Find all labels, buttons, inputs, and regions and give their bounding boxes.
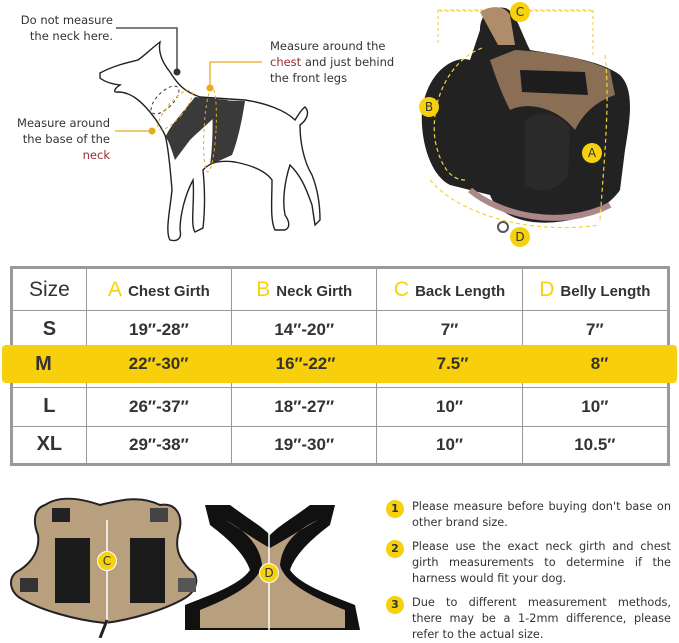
cell-chest: 22″-30″ <box>128 354 189 373</box>
chest-word: chest <box>270 55 302 69</box>
cell-belly: 8″ <box>590 354 609 373</box>
header-size: Size <box>11 267 87 311</box>
label-line: Measure around <box>17 116 110 130</box>
neck-word: neck <box>82 148 110 162</box>
cell-back: 10″ <box>376 387 523 427</box>
badge-b-neck-girth: B <box>419 97 439 117</box>
header-text: Belly Length <box>560 282 651 300</box>
cell-chest: 26″-37″ <box>85 387 233 427</box>
neck-measure-label: Measure around the base of the neck <box>10 115 110 163</box>
header-back-length: C Back Length <box>376 267 523 311</box>
letter-d: D <box>539 277 555 301</box>
badge-a-chest-girth: A <box>582 143 602 163</box>
label-line: the neck here. <box>29 29 113 43</box>
cell-back: 7.5″ <box>436 354 469 373</box>
note-text: Please measure before buying don't base … <box>412 500 671 529</box>
harness-side-view-image <box>421 7 630 233</box>
header-text: Neck Girth <box>276 282 353 300</box>
table-row-xl: XL 29″-38″ 19″-30″ 10″ 10.5″ <box>11 425 670 465</box>
cell-size: XL <box>11 425 87 465</box>
cell-size: S <box>11 310 87 350</box>
badge-d-belly-length-flat: D <box>259 563 279 583</box>
cell-neck: 18″-27″ <box>231 387 378 427</box>
note-text: Due to different measurement methods, th… <box>412 596 671 641</box>
letter-b: B <box>256 277 271 301</box>
note-item-3: 3 Due to different measurement methods, … <box>386 595 671 643</box>
cell-size: M <box>35 352 52 375</box>
header-neck-girth: B Neck Girth <box>231 267 378 311</box>
cell-chest: 19″-28″ <box>85 310 233 350</box>
header-text: Back Length <box>415 282 506 300</box>
label-line: Do not measure <box>20 13 113 27</box>
cell-neck: 16″-22″ <box>275 354 336 373</box>
badge-c-back-length: C <box>510 2 530 22</box>
header-text: Chest Girth <box>128 282 210 300</box>
table-header-row: Size A Chest Girth B Neck Girth C Back Leng… <box>11 267 670 311</box>
header-belly-length: D Belly Length <box>521 267 670 311</box>
label-text: and just behind <box>301 55 395 69</box>
cell-chest: 29″-38″ <box>85 425 233 465</box>
note-number-badge: 3 <box>386 596 404 614</box>
cell-size: L <box>11 387 87 427</box>
cell-belly: 10″ <box>521 387 670 427</box>
harness-flat-views-image <box>10 497 360 638</box>
table-row-m-highlighted: M 22″-30″ 16″-22″ 7.5″ 8″ <box>2 345 677 383</box>
cell-belly: 10.5″ <box>521 425 670 465</box>
note-text: Please use the exact neck girth and ches… <box>412 540 671 585</box>
cell-neck: 19″-30″ <box>231 425 378 465</box>
label-line: chest and just behind <box>270 54 400 70</box>
label-line: Measure around the <box>270 39 386 53</box>
cell-back: 10″ <box>376 425 523 465</box>
letter-a: A <box>108 277 123 301</box>
header-chest-girth: A Chest Girth <box>85 267 233 311</box>
highlight-band-m <box>2 345 677 383</box>
label-line: the front legs <box>270 71 348 85</box>
dog-diagram-illustration <box>99 27 321 242</box>
table-row-l: L 26″-37″ 18″-27″ 10″ 10″ <box>11 387 670 427</box>
badge-c-back-length-flat: C <box>97 551 117 571</box>
note-item-1: 1 Please measure before buying don't bas… <box>386 499 671 531</box>
note-number-badge: 2 <box>386 540 404 558</box>
cell-belly: 7″ <box>521 310 670 350</box>
badge-d-belly-length: D <box>510 227 530 247</box>
chest-measure-label: Measure around the chest and just behind… <box>270 38 400 86</box>
note-number-badge: 1 <box>386 500 404 518</box>
letter-c: C <box>393 277 410 301</box>
label-line: the base of the <box>22 132 110 146</box>
cell-neck: 14″-20″ <box>231 310 378 350</box>
table-row-s: S 19″-28″ 14″-20″ 7″ 7″ <box>11 310 670 350</box>
cell-back: 7″ <box>376 310 523 350</box>
note-item-2: 2 Please use the exact neck girth and ch… <box>386 539 671 587</box>
do-not-measure-label: Do not measure the neck here. <box>18 12 113 44</box>
